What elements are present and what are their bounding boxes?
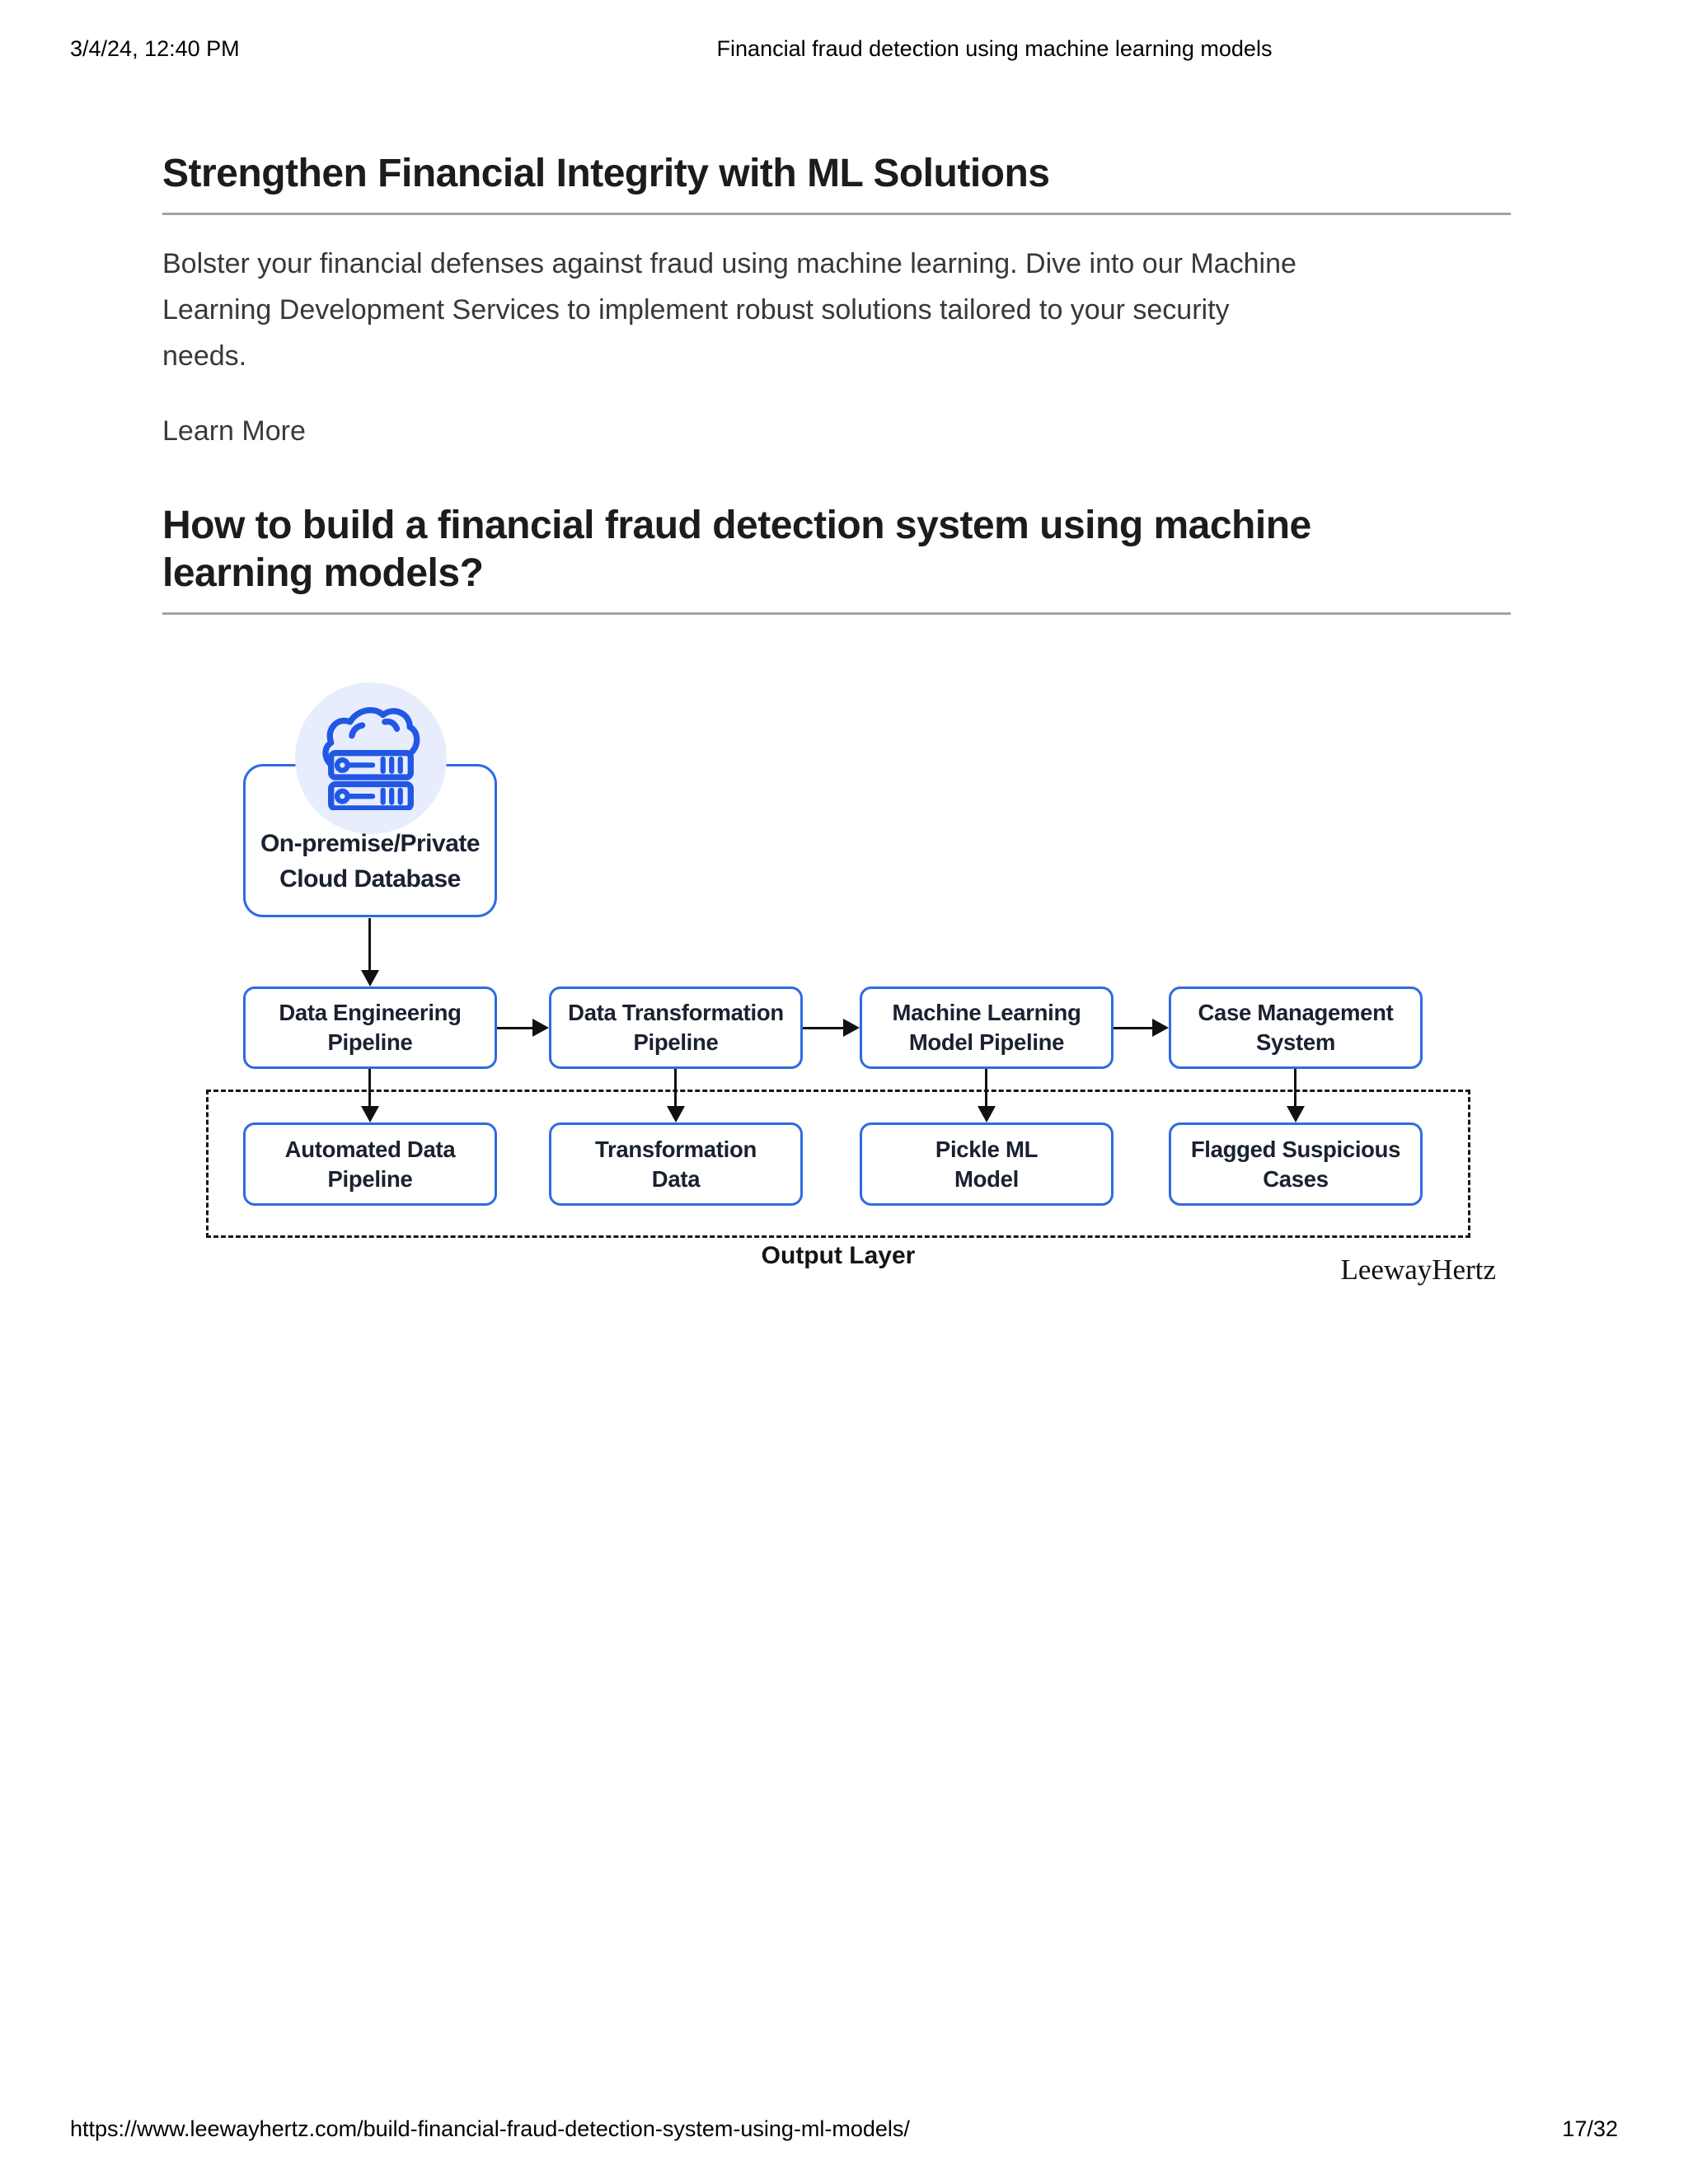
node-ml-model-pipeline: Machine Learning Model Pipeline bbox=[860, 987, 1114, 1069]
node-label: Automated Data Pipeline bbox=[284, 1136, 456, 1192]
flow-arrow-head bbox=[1287, 1106, 1305, 1122]
learn-more-link[interactable]: Learn More bbox=[162, 415, 306, 447]
node-on-premise-db: On-premise/Private Cloud Database bbox=[243, 764, 497, 917]
cloud-server-icon bbox=[295, 682, 447, 834]
flow-arrow-line bbox=[368, 918, 371, 971]
print-header-title: Financial fraud detection using machine … bbox=[716, 36, 1273, 61]
node-case-management-system: Case Management System bbox=[1169, 987, 1423, 1069]
section-paragraph: Bolster your financial defenses against … bbox=[162, 247, 1296, 372]
node-automated-data-pipeline: Automated Data Pipeline bbox=[243, 1122, 497, 1206]
flow-arrow-line bbox=[803, 1027, 843, 1029]
footer-page-number: 17/32 bbox=[1562, 2116, 1618, 2141]
flow-arrow-line bbox=[674, 1069, 677, 1107]
node-label: Data Transformation Pipeline bbox=[568, 1000, 784, 1055]
print-header: 3/4/24, 12:40 PM Financial fraud detecti… bbox=[70, 36, 1688, 69]
flow-arrow-head bbox=[667, 1106, 685, 1122]
leewayhertz-logo: LeewayHertz bbox=[1340, 1254, 1496, 1286]
node-data-engineering-pipeline: Data Engineering Pipeline bbox=[243, 987, 497, 1069]
print-header-date: 3/4/24, 12:40 PM bbox=[70, 36, 240, 61]
node-label: Transformation Data bbox=[595, 1136, 757, 1192]
flow-arrow-line bbox=[368, 1069, 371, 1107]
output-layer-label: Output Layer bbox=[761, 1242, 916, 1269]
node-label: Flagged Suspicious Cases bbox=[1190, 1136, 1401, 1192]
node-label: Data Engineering Pipeline bbox=[279, 1000, 462, 1055]
flow-arrow-head bbox=[361, 970, 379, 987]
section-divider bbox=[162, 212, 1511, 215]
node-flagged-suspicious-cases: Flagged Suspicious Cases bbox=[1169, 1122, 1423, 1206]
flow-arrow-line bbox=[1294, 1069, 1296, 1107]
flow-arrow-head bbox=[532, 1019, 549, 1037]
output-layer-container bbox=[206, 1090, 1470, 1238]
node-pickle-ml-model: Pickle ML Model bbox=[860, 1122, 1114, 1206]
section-heading-ml-solutions: Strengthen Financial Integrity with ML S… bbox=[162, 152, 1050, 195]
node-label: On-premise/Private Cloud Database bbox=[260, 830, 481, 893]
flow-arrow-head bbox=[361, 1106, 379, 1122]
section-heading-how-to-build: How to build a financial fraud detection… bbox=[162, 503, 1311, 596]
flow-arrow-head bbox=[843, 1019, 860, 1037]
node-label: Pickle ML Model bbox=[935, 1136, 1039, 1192]
node-label: Case Management System bbox=[1198, 1000, 1394, 1055]
flow-arrow-head bbox=[978, 1106, 996, 1122]
flow-arrow-line bbox=[497, 1027, 532, 1029]
node-data-transformation-pipeline: Data Transformation Pipeline bbox=[549, 987, 803, 1069]
section-divider bbox=[162, 612, 1511, 615]
flow-arrow-line bbox=[1114, 1027, 1152, 1029]
flow-arrow-line bbox=[985, 1069, 987, 1107]
node-label: Machine Learning Model Pipeline bbox=[892, 1000, 1081, 1055]
print-footer: https://www.leewayhertz.com/build-financ… bbox=[70, 2116, 1618, 2142]
footer-url: https://www.leewayhertz.com/build-financ… bbox=[70, 2116, 910, 2141]
node-transformation-data: Transformation Data bbox=[549, 1122, 803, 1206]
flow-arrow-head bbox=[1152, 1019, 1169, 1037]
article-content: Strengthen Financial Integrity with ML S… bbox=[162, 150, 1564, 615]
